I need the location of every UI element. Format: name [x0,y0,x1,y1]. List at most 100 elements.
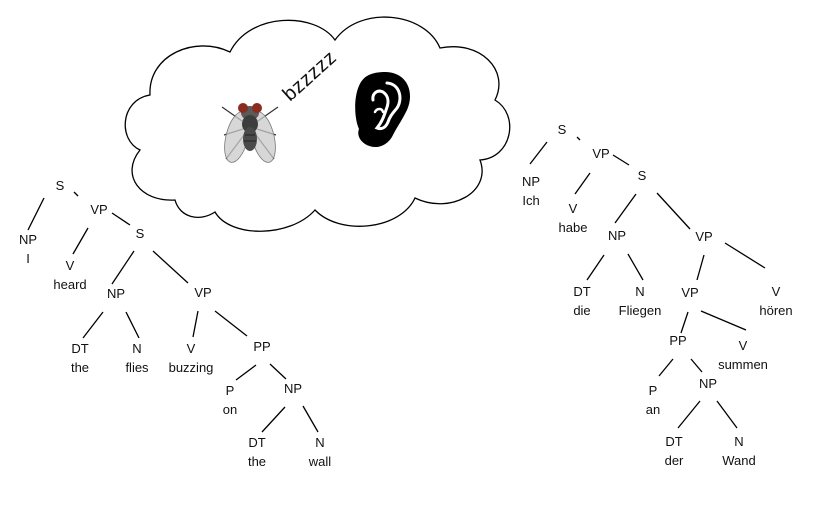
german-tree-node-word: hören [759,303,792,318]
english-tree-node-category: NP [284,381,302,396]
english-tree-node-category: S [136,226,145,241]
german-tree-node-word: Ich [522,193,539,208]
english-tree-node-vp2: VP [194,285,211,300]
german-tree-edges [529,136,766,429]
german-tree-node-category: V [739,338,748,353]
thought-cloud: bzzzzz [124,16,511,232]
english-tree-nodes: SNPIVPVheardSNPDTtheNfliesVPVbuzzingPPPo… [19,178,331,469]
english-tree-edge-pp-np_wall [269,363,287,380]
german-tree-node-np_ich: NP Ich [522,174,540,208]
german-tree-edge-s1-np_ich [529,141,548,165]
english-tree-node-word: flies [125,360,149,375]
english-tree-node-word: buzzing [169,360,214,375]
english-tree-node-word: wall [308,454,332,469]
german-tree-node-category: NP [699,376,717,391]
german-tree-edge-np_fliegen-dt_die [586,254,605,281]
english-tree-node-np_flies: NP [107,286,125,301]
german-tree-edge-np_wand-dt_der [677,400,701,429]
german-tree-node-category: S [558,122,567,137]
english-tree-node-p_on: Pon [223,383,237,417]
english-tree-node-category: S [56,178,65,193]
english-tree-node-category: DT [71,341,88,356]
english-tree-edge-vp2-pp [214,310,248,337]
german-tree-node-vp3: VP [681,285,698,300]
english-tree-node-s2: S [136,226,145,241]
german-tree-edge-pp-p_an [658,358,674,377]
german-tree-edge-vp2-vp3 [696,254,705,281]
english-tree-edge-vp2-v_buzzing [192,310,199,338]
english-tree-node-dt_the2: DT the [248,435,266,469]
german-tree-node-category: VP [695,229,712,244]
german-tree-node-pp: PP [669,333,686,348]
german-tree-node-category: N [635,284,644,299]
english-tree-edges [27,191,319,433]
english-tree-edge-np_flies-n_flies [125,311,140,339]
english-tree-node-vp1: VP [90,202,107,217]
ear-icon [355,72,411,147]
german-tree-node-category: VP [592,146,609,161]
english-tree-edge-s1-vp1 [73,191,79,197]
german-tree-node-category: N [734,434,743,449]
english-tree-node-category: NP [107,286,125,301]
english-tree-node-s1: S [56,178,65,193]
english-tree-node-pp: PP [253,339,270,354]
english-tree-node-word: the [71,360,89,375]
english-tree-node-category: V [187,341,196,356]
german-tree-edge-vp3-pp [680,311,689,334]
english-tree-edge-np_wall-n_wall [302,405,319,433]
german-tree-edge-s2-np_fliegen [614,193,637,224]
english-tree-node-word: on [223,402,237,417]
german-tree-node-s1: S [558,122,567,137]
german-tree-node-category: NP [608,228,626,243]
german-tree-node-np_wand: NP [699,376,717,391]
german-tree-node-category: NP [522,174,540,189]
english-tree-node-category: VP [90,202,107,217]
english-tree-node-category: P [226,383,235,398]
german-tree-node-category: DT [665,434,682,449]
german-tree-edge-vp3-v_summen [700,310,747,331]
english-tree-edge-np_wall-dt_the2 [261,406,286,433]
english-tree-node-word: I [26,251,30,266]
english-tree-edge-np_flies-dt_the1 [82,311,104,339]
german-tree-edge-np_wand-n_wand [716,400,738,429]
german-tree-node-category: VP [681,285,698,300]
english-tree-node-word: heard [53,277,86,292]
german-tree-node-category: V [569,201,578,216]
english-tree-node-category: N [132,341,141,356]
german-tree-node-vp2: VP [695,229,712,244]
german-tree-node-vp1: VP [592,146,609,161]
english-tree: SNPIVPVheardSNPDTtheNfliesVPVbuzzingPPPo… [19,178,331,469]
english-tree-edge-s2-np_flies [111,250,135,285]
english-tree-node-category: V [66,258,75,273]
german-tree-node-word: Fliegen [619,303,662,318]
german-tree-node-category: V [772,284,781,299]
german-tree-node-word: Wand [722,453,755,468]
english-tree-node-category: PP [253,339,270,354]
german-tree-node-category: S [638,168,647,183]
german-tree-edge-s2-vp2 [656,192,691,230]
english-tree-node-word: the [248,454,266,469]
english-tree-node-category: VP [194,285,211,300]
german-tree-node-n_wand: N Wand [722,434,755,468]
english-tree-node-np_wall: NP [284,381,302,396]
german-tree-node-category: PP [669,333,686,348]
english-tree-edge-s2-vp2 [152,250,189,284]
german-tree-edge-vp2-v_hoeren [724,242,766,269]
german-tree-edge-s1-vp1 [576,136,581,141]
german-tree-node-word: der [665,453,684,468]
english-tree-node-category: DT [248,435,265,450]
english-tree-edge-s1-np_i [27,197,45,231]
german-tree-node-np_fliegen: NP [608,228,626,243]
german-tree-edge-vp1-s2 [612,154,630,166]
german-tree-edge-pp-np_wand [690,358,703,373]
english-tree-edge-pp-p_on [235,364,257,381]
german-tree-node-word: die [573,303,590,318]
